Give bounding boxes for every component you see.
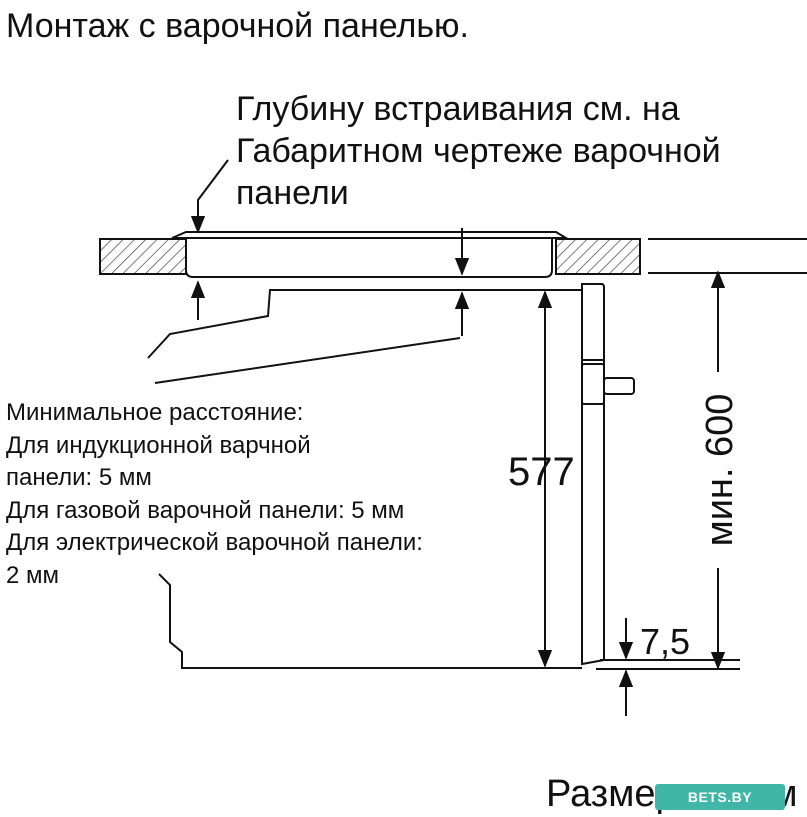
- oven-top-slope: [154, 337, 461, 384]
- oven-knob: [603, 377, 635, 395]
- min-distance-line-6: 2 мм: [6, 561, 60, 589]
- oven-top-contour: [147, 289, 582, 359]
- oven-front-panel: [581, 283, 605, 666]
- oven-knob-base: [581, 363, 605, 405]
- min-distance-line-2: Для индукционной варчной: [6, 431, 311, 459]
- hob-body: [185, 238, 553, 278]
- diagram-title: Монтаж с варочной панелью.: [6, 7, 470, 45]
- depth-note-leader: [190, 159, 229, 234]
- min-distance-note: Минимальное расстояние: Для индукционной…: [6, 397, 423, 592]
- dimension-7-5: 7,5: [640, 621, 691, 662]
- depth-note-line-1: Глубину встраивания см. на: [236, 90, 680, 128]
- depth-note-line-3: панели: [236, 174, 349, 212]
- depth-note-line-2: Габаритном чертеже варочной: [236, 132, 721, 170]
- min-distance-line-4: Для газовой варочной панели: 5 мм: [6, 496, 405, 524]
- watermark: BETS.BY: [655, 784, 785, 810]
- dimension-600: мин. 600: [699, 393, 741, 547]
- hob-top-plate: [171, 231, 570, 239]
- depth-note: Глубину встраивания см. на Габаритном че…: [236, 88, 721, 214]
- min-distance-line-3: панели: 5 мм: [6, 464, 152, 491]
- countertop-left: [99, 238, 187, 275]
- min-distance-line-5: Для электрической варочной панели:: [6, 529, 423, 556]
- min-distance-line-1: Минимальное расстояние:: [6, 399, 304, 426]
- oven-lower-contour: [158, 573, 582, 669]
- dimension-577: 577: [508, 450, 575, 494]
- countertop-right: [555, 238, 641, 275]
